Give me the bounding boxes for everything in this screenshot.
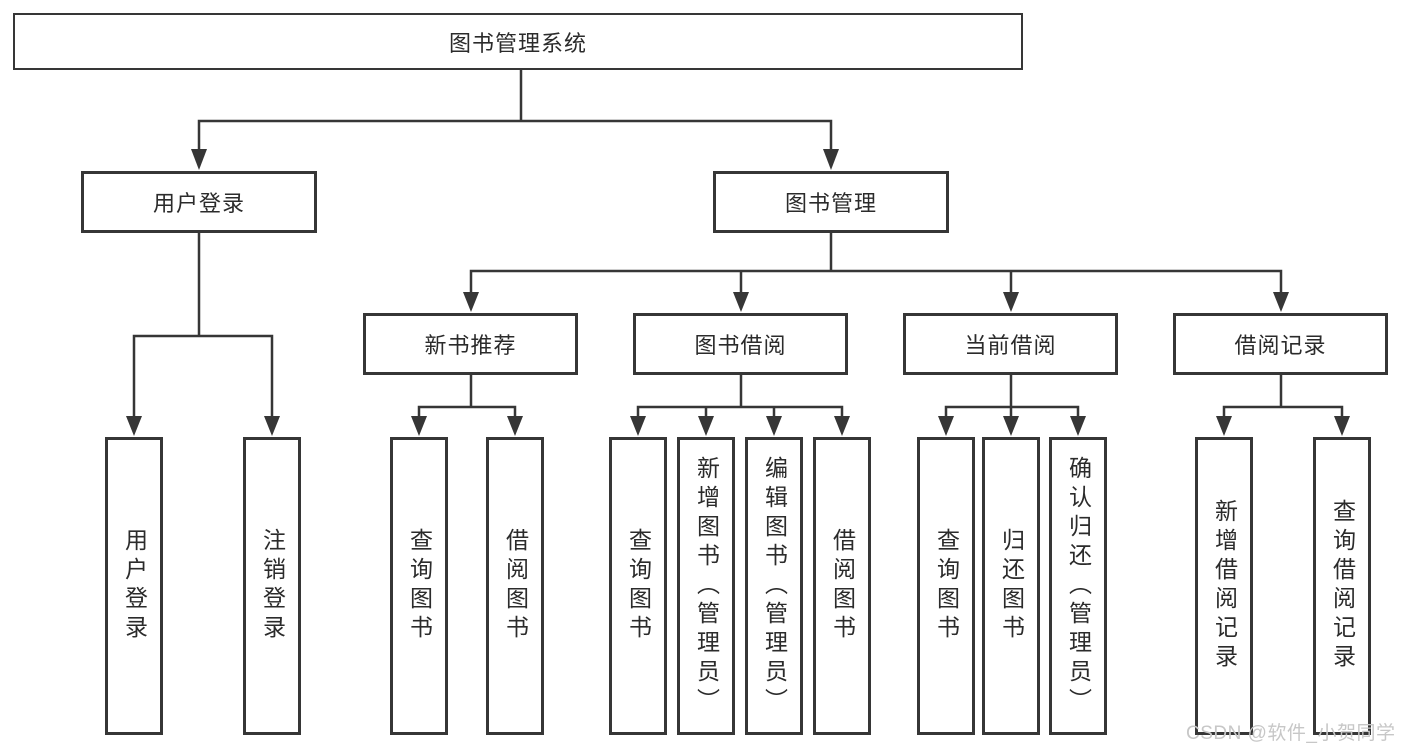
arrow-down-icon [126, 416, 142, 436]
leaf-label: 注销登录 [259, 528, 286, 644]
leaf-label: 编辑图书（管理员） [761, 455, 788, 717]
leaf-label: 查询图书 [933, 528, 960, 644]
arrow-down-icon [938, 416, 954, 436]
arrow-down-icon [698, 416, 714, 436]
arrow-down-icon [733, 292, 749, 312]
leaf-label: 查询借阅记录 [1329, 499, 1356, 673]
node-label: 用户登录 [152, 191, 245, 216]
arrow-down-icon [264, 416, 280, 436]
node-book-borrow: 图书借阅 [633, 313, 848, 375]
arrow-down-icon [834, 416, 850, 436]
arrow-down-icon [766, 416, 782, 436]
leaf-label: 确认归还（管理员） [1065, 455, 1092, 717]
arrow-down-icon [1216, 416, 1232, 436]
leaf-borrow-book: 借阅图书 [813, 437, 871, 735]
connector-lines [132, 70, 1344, 418]
node-user-login: 用户登录 [81, 171, 317, 233]
node-label: 当前借阅 [964, 333, 1057, 358]
arrow-down-icon [823, 149, 839, 170]
node-label: 图书管理 [784, 191, 877, 216]
leaf-logout: 注销登录 [243, 437, 301, 735]
arrow-down-icon [1070, 416, 1086, 436]
node-label: 新书推荐 [424, 333, 517, 358]
leaf-label: 查询图书 [406, 528, 433, 644]
leaf-add-borrow-record: 新增借阅记录 [1195, 437, 1253, 735]
arrow-down-icon [463, 292, 479, 312]
leaf-query-book-recommend: 查询图书 [390, 437, 448, 735]
leaf-confirm-return-admin: 确认归还（管理员） [1049, 437, 1107, 735]
arrow-down-icon [1003, 292, 1019, 312]
leaf-query-borrow-record: 查询借阅记录 [1313, 437, 1371, 735]
node-borrow-records: 借阅记录 [1173, 313, 1388, 375]
leaf-user-login: 用户登录 [105, 437, 163, 735]
leaf-query-book-current: 查询图书 [917, 437, 975, 735]
arrow-down-icon [411, 416, 427, 436]
arrowheads [126, 149, 1350, 436]
leaf-add-book-admin: 新增图书（管理员） [677, 437, 735, 735]
arrow-down-icon [191, 149, 207, 170]
leaf-label: 查询图书 [625, 528, 652, 644]
leaf-label: 借阅图书 [829, 528, 856, 644]
leaf-edit-book-admin: 编辑图书（管理员） [745, 437, 803, 735]
arrow-down-icon [1334, 416, 1350, 436]
arrow-down-icon [630, 416, 646, 436]
csdn-watermark: CSDN @软件_小贺同学 [1186, 723, 1396, 744]
node-new-book-recommend: 新书推荐 [363, 313, 578, 375]
leaf-label: 用户登录 [121, 528, 148, 644]
node-library-system: 图书管理系统 [13, 13, 1023, 70]
node-book-management: 图书管理 [713, 171, 949, 233]
node-label: 借阅记录 [1234, 333, 1327, 358]
arrow-down-icon [1273, 292, 1289, 312]
leaf-label: 新增图书（管理员） [693, 455, 720, 717]
leaf-borrow-book-recommend: 借阅图书 [486, 437, 544, 735]
leaf-label: 新增借阅记录 [1211, 499, 1238, 673]
node-label: 图书管理系统 [448, 30, 587, 56]
leaf-query-book-borrow: 查询图书 [609, 437, 667, 735]
leaf-return-book: 归还图书 [982, 437, 1040, 735]
node-current-borrow: 当前借阅 [903, 313, 1118, 375]
arrow-down-icon [1003, 416, 1019, 436]
leaf-label: 借阅图书 [502, 528, 529, 644]
node-label: 图书借阅 [694, 333, 787, 358]
leaf-label: 归还图书 [998, 528, 1025, 644]
arrow-down-icon [507, 416, 523, 436]
